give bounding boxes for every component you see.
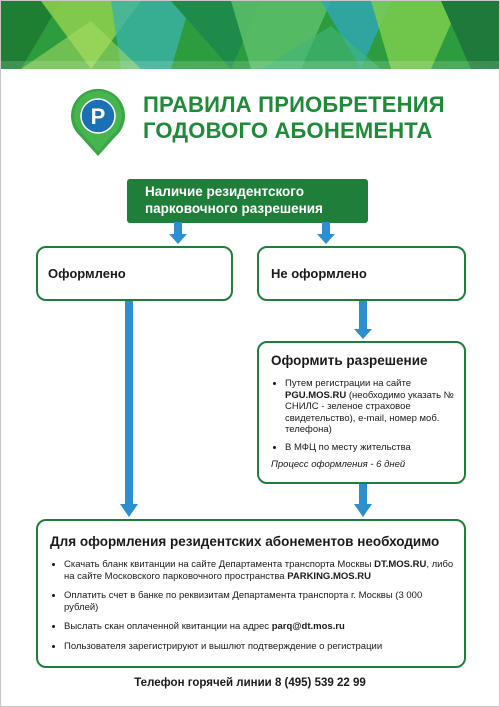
permit-box: Оформить разрешение Путем регистрации на… <box>257 341 466 484</box>
permit-title: Оформить разрешение <box>271 353 428 368</box>
req-item-text: Пользователя зарегистрируют и вышлют под… <box>64 640 383 652</box>
req-item-text: , либо на сайте Московского парковочного… <box>64 559 454 582</box>
arrow-down-icon <box>354 484 372 517</box>
email-link[interactable]: parq@dt.mos.ru <box>271 621 345 632</box>
arrow-down-icon <box>120 301 138 517</box>
parking-letter: P <box>91 104 106 129</box>
arrow-down-icon <box>317 222 335 244</box>
list-item: Оплатить счет в банке по реквизитам Депа… <box>64 590 454 613</box>
branch-not-issued-label: Не оформлено <box>271 266 367 281</box>
root-line-2: парковочного разрешения <box>145 201 323 216</box>
root-line-1: Наличие резидентского <box>145 184 304 199</box>
pgu-site-link[interactable]: PGU.MOS.RU <box>285 389 347 401</box>
requirements-list: Скачать бланк квитанции на сайте Департа… <box>50 559 454 652</box>
root-condition-box: Наличие резидентского парковочного разре… <box>127 179 368 223</box>
requirements-title: Для оформления резидентских абонементов … <box>50 534 440 549</box>
branch-issued-box: Оформлено <box>36 246 233 301</box>
branch-not-issued-box: Не оформлено <box>257 246 466 301</box>
arrow-down-icon <box>354 301 372 339</box>
arrow-down-icon <box>169 222 187 244</box>
header-banner <box>1 1 499 69</box>
permit-note: Процесс оформления - 6 дней <box>271 459 406 470</box>
parking-pin-icon: P <box>66 86 130 158</box>
permit-item-text: Путем регистрации на сайте <box>285 378 412 389</box>
list-item: Пользователя зарегистрируют и вышлют под… <box>64 641 454 653</box>
permit-item-text: В МФЦ по месту жительства <box>285 441 411 453</box>
page-title: ПРАВИЛА ПРИОБРЕТЕНИЯ ГОДОВОГО АБОНЕМЕНТА <box>143 92 473 144</box>
title-line-1: ПРАВИЛА ПРИОБРЕТЕНИЯ <box>143 92 445 117</box>
list-item: В МФЦ по месту жительства <box>285 442 456 454</box>
parking-site-link[interactable]: PARKING.MOS.RU <box>287 570 371 582</box>
list-item: Скачать бланк квитанции на сайте Департа… <box>64 559 454 582</box>
req-item-text: Оплатить счет в банке по реквизитам Депа… <box>64 590 423 613</box>
hotline-text: Телефон горячей линии 8 (495) 539 22 99 <box>134 677 366 689</box>
list-item: Выслать скан оплаченной квитанции на адр… <box>64 621 454 633</box>
title-line-2: ГОДОВОГО АБОНЕМЕНТА <box>143 118 433 143</box>
requirements-box: Для оформления резидентских абонементов … <box>36 519 466 668</box>
dt-site-link[interactable]: DT.MOS.RU <box>374 559 427 570</box>
branch-issued-label: Оформлено <box>48 266 126 281</box>
req-item-text: Скачать бланк квитанции на сайте Департа… <box>64 559 372 570</box>
permit-item-text: (необходимо указать № СНИЛС - зеленое ст… <box>285 389 454 436</box>
req-item-text: Выслать скан оплаченной квитанции на адр… <box>64 621 270 632</box>
